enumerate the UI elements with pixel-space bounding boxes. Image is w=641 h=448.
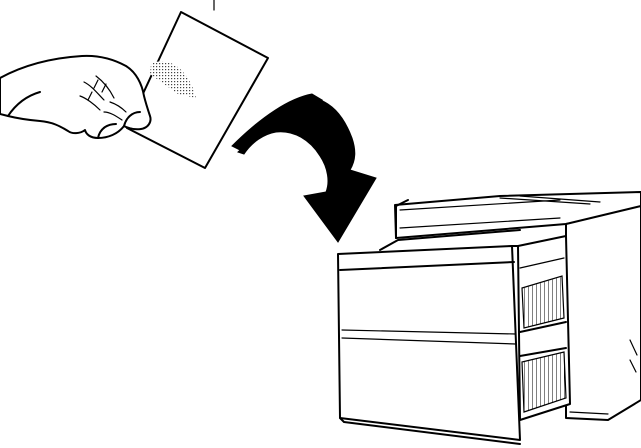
hand-icon — [0, 56, 151, 138]
insert-arrow-icon — [232, 94, 376, 242]
cassette-tray-icon — [338, 192, 641, 444]
